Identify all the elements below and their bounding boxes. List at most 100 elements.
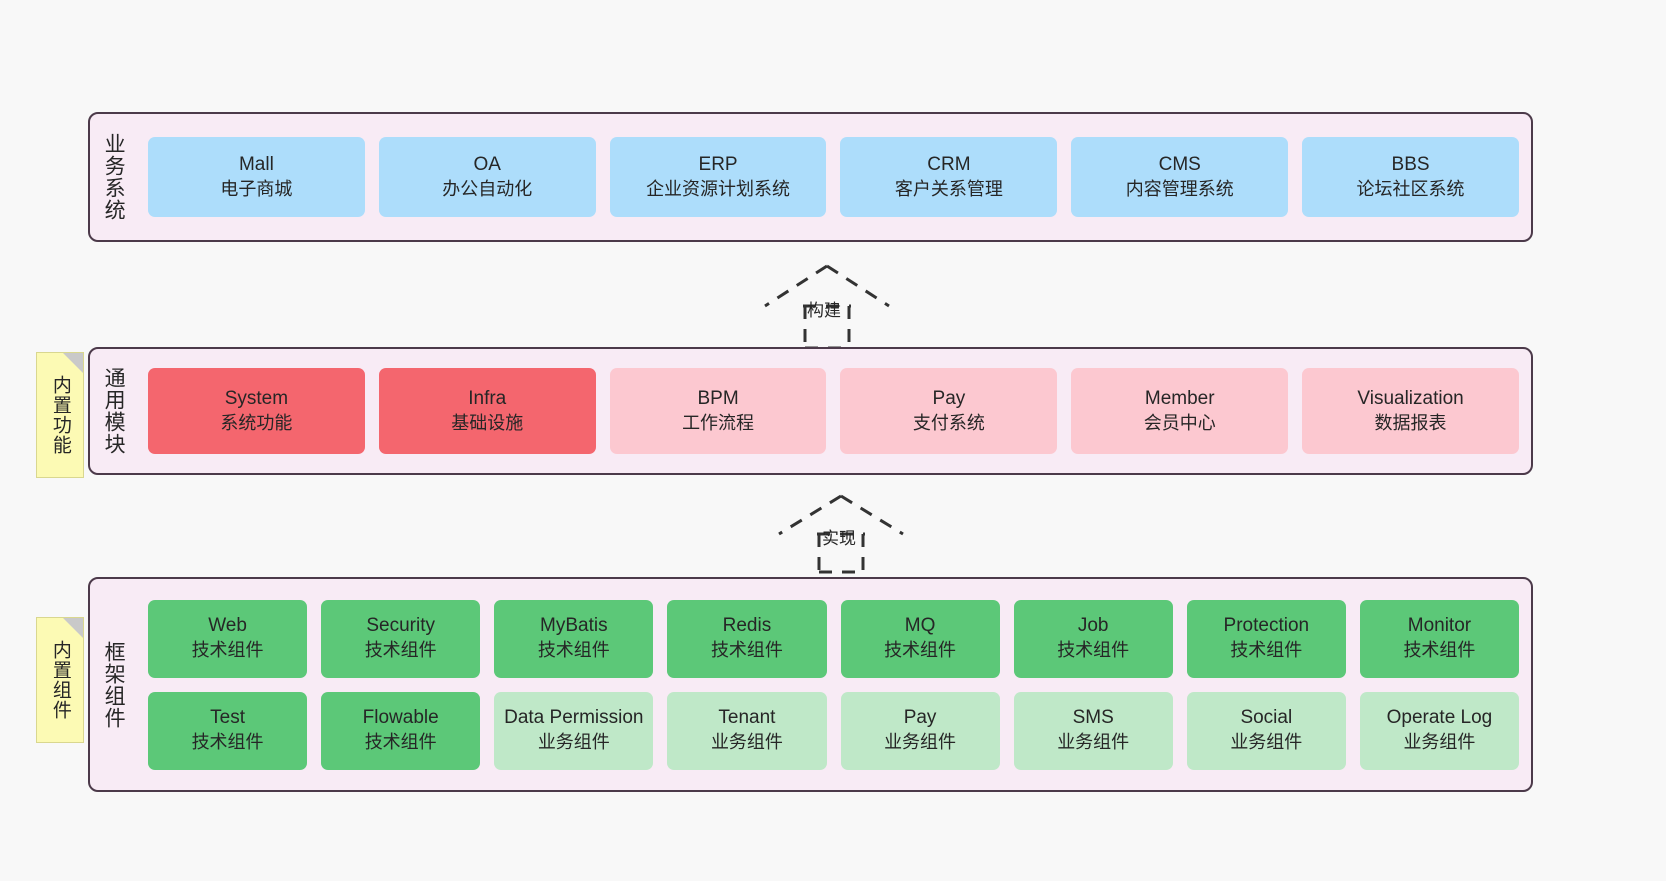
- node-title: Monitor: [1407, 615, 1472, 637]
- layer-framework-component-label: 框架组件: [102, 640, 126, 729]
- node-title: Pay: [932, 387, 966, 409]
- node-subtitle: 技术组件: [537, 640, 610, 661]
- sticky-note-builtin-components: 内置组件: [36, 617, 84, 743]
- framework-node-pay[interactable]: Pay 业务组件: [840, 691, 1000, 770]
- framework-node-operate-log[interactable]: Operate Log 业务组件: [1359, 691, 1519, 770]
- node-title: Redis: [722, 615, 772, 637]
- node-subtitle: 数据报表: [1374, 412, 1447, 433]
- framework-node-security[interactable]: Security 技术组件: [321, 599, 481, 678]
- framework-node-tenant[interactable]: Tenant 业务组件: [667, 691, 827, 770]
- sticky-note-builtin-features: 内置功能: [36, 352, 84, 478]
- node-title: OA: [473, 153, 501, 175]
- common-module-node-member[interactable]: Member 会员中心: [1071, 368, 1289, 454]
- layer-common-module-label: 通用模块: [102, 367, 126, 455]
- node-subtitle: 技术组件: [364, 640, 437, 661]
- node-subtitle: 企业资源计划系统: [646, 178, 791, 199]
- node-title: Test: [210, 707, 245, 729]
- node-title: CRM: [927, 153, 971, 175]
- common-module-node-visualization[interactable]: Visualization 数据报表: [1302, 368, 1519, 454]
- connector-implement: 实现: [771, 492, 911, 574]
- node-title: BPM: [697, 387, 739, 409]
- framework-node-monitor[interactable]: Monitor 技术组件: [1359, 599, 1519, 678]
- node-title: CMS: [1158, 153, 1201, 175]
- business-system-node-cms[interactable]: CMS 内容管理系统: [1071, 137, 1289, 217]
- node-subtitle: 技术组件: [710, 640, 783, 661]
- node-subtitle: 业务组件: [884, 732, 957, 753]
- node-title: System: [224, 387, 289, 409]
- framework-node-redis[interactable]: Redis 技术组件: [667, 599, 827, 678]
- node-title: Pay: [903, 707, 937, 729]
- sticky-fold-corner-icon: [63, 353, 83, 373]
- node-title: Job: [1077, 615, 1109, 637]
- sticky-note-builtin-features-label: 内置功能: [49, 375, 71, 455]
- node-subtitle: 技术组件: [884, 640, 957, 661]
- common-module-node-infra[interactable]: Infra 基础设施: [378, 368, 596, 454]
- connector-build: 构建: [757, 262, 897, 350]
- node-subtitle: 客户关系管理: [894, 178, 1003, 199]
- connector-implement-right-barb: [840, 494, 904, 536]
- connector-build-label: 构建: [807, 301, 841, 320]
- node-subtitle: 会员中心: [1143, 412, 1216, 433]
- node-subtitle: 办公自动化: [442, 178, 533, 199]
- layer-business-system-label: 业务系统: [102, 133, 126, 221]
- business-system-node-crm[interactable]: CRM 客户关系管理: [840, 137, 1058, 217]
- node-title: Protection: [1223, 615, 1310, 637]
- node-title: Visualization: [1357, 387, 1464, 409]
- node-title: Member: [1144, 387, 1215, 409]
- node-title: Infra: [468, 387, 507, 409]
- framework-node-mq[interactable]: MQ 技术组件: [840, 599, 1000, 678]
- node-title: Web: [208, 615, 247, 637]
- node-title: Security: [366, 615, 435, 637]
- connector-implement-left-barb: [778, 494, 842, 536]
- node-subtitle: 业务组件: [1403, 732, 1476, 753]
- node-subtitle: 技术组件: [191, 732, 264, 753]
- node-subtitle: 业务组件: [537, 732, 610, 753]
- node-subtitle: 内容管理系统: [1125, 178, 1234, 199]
- node-subtitle: 电子商城: [220, 178, 293, 199]
- framework-node-data-permission[interactable]: Data Permission 业务组件: [494, 691, 654, 770]
- node-title: Tenant: [718, 707, 776, 729]
- node-title: MyBatis: [540, 615, 608, 637]
- node-title: Social: [1240, 707, 1293, 729]
- node-title: MQ: [904, 615, 936, 637]
- framework-node-mybatis[interactable]: MyBatis 技术组件: [494, 599, 654, 678]
- connector-build-right-barb: [826, 264, 890, 308]
- node-subtitle: 技术组件: [191, 640, 264, 661]
- node-subtitle: 技术组件: [1403, 640, 1476, 661]
- node-subtitle: 技术组件: [1057, 640, 1130, 661]
- connector-build-left-barb: [764, 264, 828, 308]
- node-subtitle: 论坛社区系统: [1356, 178, 1465, 199]
- node-subtitle: 业务组件: [710, 732, 783, 753]
- sticky-note-builtin-components-label: 内置组件: [49, 640, 71, 720]
- node-subtitle: 业务组件: [1057, 732, 1130, 753]
- business-system-node-bbs[interactable]: BBS 论坛社区系统: [1302, 137, 1519, 217]
- framework-node-web[interactable]: Web 技术组件: [148, 599, 308, 678]
- node-subtitle: 基础设施: [451, 412, 524, 433]
- business-system-node-oa[interactable]: OA 办公自动化: [378, 137, 596, 217]
- connector-implement-label: 实现: [822, 529, 856, 548]
- node-title: BBS: [1391, 153, 1430, 175]
- node-title: Data Permission: [504, 707, 644, 729]
- node-title: Operate Log: [1386, 707, 1493, 729]
- sticky-fold-corner-icon: [63, 618, 83, 638]
- framework-node-job[interactable]: Job 技术组件: [1013, 599, 1173, 678]
- framework-node-test[interactable]: Test 技术组件: [148, 691, 308, 770]
